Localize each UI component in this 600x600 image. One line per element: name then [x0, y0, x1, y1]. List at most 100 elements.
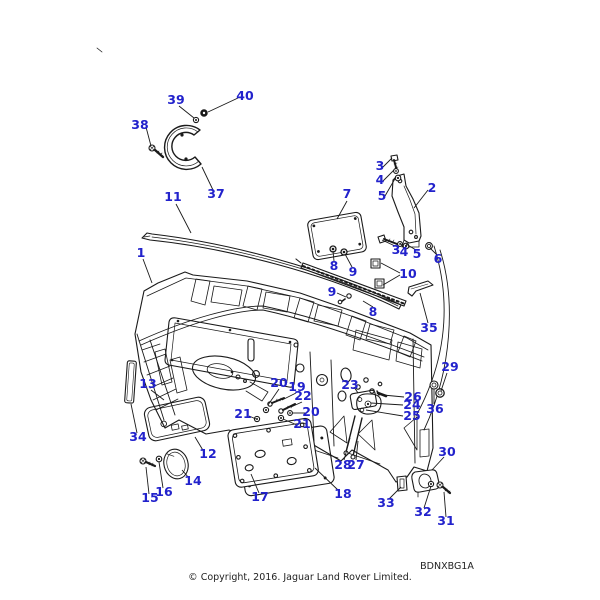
callout-18: 18 — [334, 486, 351, 501]
leader-line-22 — [290, 401, 303, 408]
part-36-grommet — [429, 380, 439, 390]
diagram-code: BDNXBG1A — [420, 561, 474, 572]
callout-1: 1 — [137, 245, 146, 260]
callout-9: 9 — [328, 284, 337, 299]
part-24-25-actuator — [356, 393, 382, 415]
callout-4: 4 — [376, 172, 385, 187]
part-14-gasket — [163, 448, 189, 480]
callout-9: 9 — [349, 264, 358, 279]
leader-line-9 — [336, 292, 347, 298]
leader-line-29 — [440, 372, 448, 392]
leader-line-3 — [382, 157, 393, 168]
leader-line-13 — [150, 389, 165, 401]
callout-5: 5 — [413, 246, 422, 261]
callout-2: 2 — [428, 180, 437, 195]
callout-25: 25 — [403, 408, 420, 423]
callout-12: 12 — [199, 446, 216, 461]
leader-line-4 — [382, 169, 395, 182]
leader-line-33 — [388, 486, 402, 500]
leader-line-27 — [355, 440, 359, 461]
part-30-bracket — [411, 469, 440, 498]
leader-line-31 — [443, 491, 447, 518]
callout-7: 7 — [343, 186, 352, 201]
part-32-washer — [427, 480, 435, 488]
part-37-gasket — [163, 124, 202, 171]
callout-3: 3 — [376, 158, 385, 173]
leader-line-11 — [175, 203, 192, 234]
leader-line-34 — [130, 403, 138, 434]
leader-line-37 — [201, 166, 214, 191]
leader-line-16 — [158, 461, 164, 489]
leader-line-3 — [381, 239, 396, 247]
leader-line-1 — [142, 258, 153, 284]
callout-23: 23 — [341, 377, 358, 392]
callout-11: 11 — [164, 189, 181, 204]
leader-line-23 — [353, 386, 359, 394]
part-11-finisher-strip — [141, 232, 402, 310]
callout-5: 5 — [378, 188, 387, 203]
callout-22: 22 — [294, 388, 311, 403]
leader-line-20 — [267, 388, 280, 406]
callout-19: 19 — [288, 379, 305, 394]
leader-line-5 — [405, 243, 417, 251]
leader-line-8 — [332, 250, 335, 262]
callout-8: 8 — [330, 258, 339, 273]
callout-40: 40 — [236, 88, 254, 103]
stray-mark — [96, 47, 103, 53]
parts-19-22-fasteners — [253, 397, 296, 423]
leader-line-12 — [194, 436, 205, 453]
callout-15: 15 — [141, 490, 158, 505]
callout-4: 4 — [400, 244, 409, 259]
callout-31: 31 — [437, 513, 454, 528]
callout-24: 24 — [403, 397, 421, 412]
leader-line-19 — [281, 392, 297, 401]
leader-line-10 — [380, 262, 401, 274]
leader-line-39 — [178, 105, 195, 119]
callout-30: 30 — [438, 444, 456, 459]
callout-16: 16 — [155, 484, 173, 499]
leader-line-7 — [336, 200, 348, 220]
leader-line-4 — [399, 242, 405, 249]
part-39-washer — [192, 116, 200, 124]
callout-35: 35 — [420, 320, 437, 335]
leader-line-15 — [145, 466, 150, 495]
part-23-flap — [349, 389, 378, 411]
callout-33: 33 — [377, 495, 394, 510]
callout-20: 20 — [270, 375, 288, 390]
copyright-text: © Copyright, 2016. Jaguar Land Rover Lim… — [188, 572, 412, 583]
part-10-clips — [370, 258, 385, 289]
part-9-fastener — [337, 293, 352, 305]
part-8-9-grommets — [329, 245, 348, 256]
callout-39: 39 — [167, 92, 184, 107]
part-16-washer — [155, 455, 163, 463]
callout-8: 8 — [369, 304, 378, 319]
callout-37: 37 — [207, 186, 224, 201]
part-7-plate — [307, 211, 367, 261]
part-5-washer-top — [394, 174, 402, 182]
body-outline-curves — [415, 245, 450, 431]
leader-line-18 — [314, 467, 340, 492]
leader-line-30 — [431, 456, 445, 471]
leader-line-32 — [423, 485, 432, 509]
callout-27: 27 — [347, 457, 364, 472]
callout-6: 6 — [434, 251, 443, 266]
leader-line-40 — [207, 97, 239, 113]
callout-32: 32 — [414, 504, 431, 519]
callout-14: 14 — [184, 473, 202, 488]
part-8-rail — [295, 258, 407, 307]
callout-36: 36 — [426, 401, 444, 416]
leader-line-8 — [362, 300, 374, 308]
callout-26: 26 — [404, 389, 422, 404]
callout-20: 20 — [302, 404, 320, 419]
part-35-strip — [407, 280, 434, 297]
part-29-grommet — [435, 388, 445, 398]
leader-line-26 — [382, 394, 405, 398]
part-6-nut — [425, 242, 433, 250]
callout-34: 34 — [129, 429, 147, 444]
callout-3: 3 — [392, 242, 401, 257]
leader-line-17 — [250, 473, 260, 494]
callout-28: 28 — [334, 457, 351, 472]
